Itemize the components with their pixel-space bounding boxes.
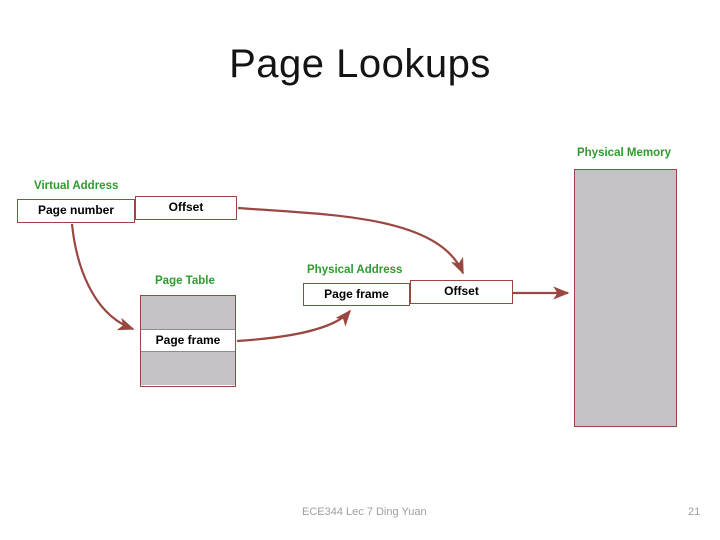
physical-memory-label: Physical Memory — [577, 147, 671, 159]
footer-course-label: ECE344 Lec 7 Ding Yuan — [302, 506, 427, 518]
slide-page-number: 21 — [688, 506, 701, 518]
arrow-page-table-to-page-frame — [236, 309, 352, 343]
page-table-label: Page Table — [155, 275, 215, 287]
virtual-address-label: Virtual Address — [34, 180, 119, 192]
physical-address-label: Physical Address — [307, 264, 403, 276]
physical-memory-rect — [574, 169, 677, 427]
virtual-page-number-box: Page number — [17, 199, 135, 223]
page-table-entry-empty — [141, 351, 235, 385]
page-table: Page frame — [140, 295, 236, 387]
page-table-entry-empty — [141, 296, 235, 330]
page-table-entry-frame: Page frame — [141, 330, 235, 351]
physical-page-frame-box: Page frame — [303, 283, 410, 306]
virtual-offset-box: Offset — [135, 196, 237, 220]
arrow-page-number-to-page-table — [70, 223, 135, 331]
physical-offset-box: Offset — [410, 280, 513, 304]
slide-title: Page Lookups — [229, 42, 491, 86]
